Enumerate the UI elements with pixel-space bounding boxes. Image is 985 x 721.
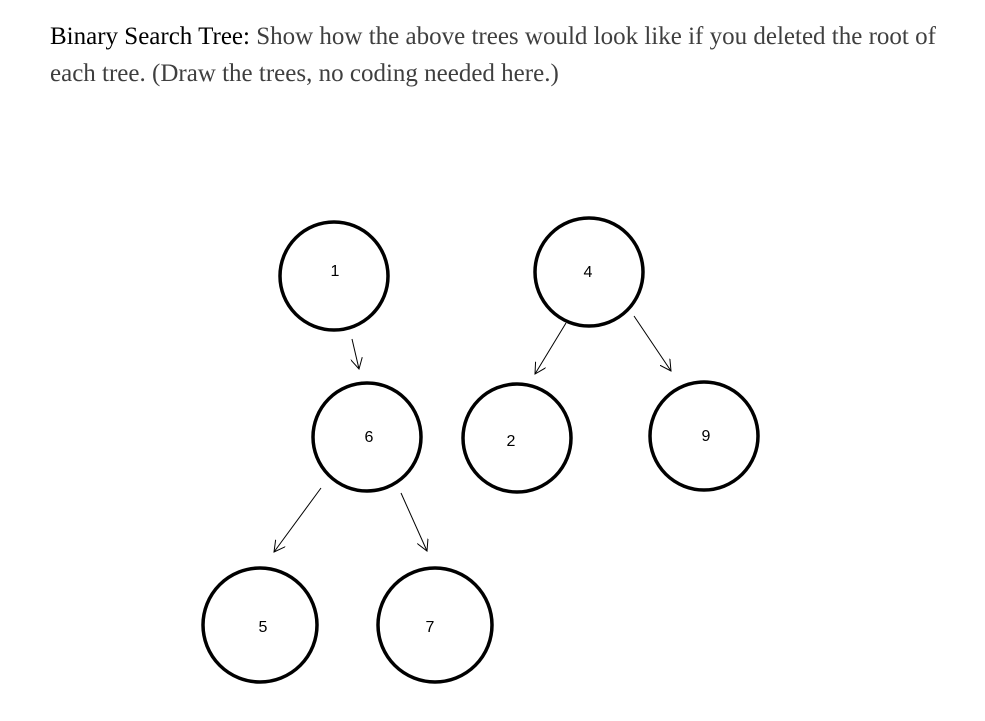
node-label: 7 [426,619,435,636]
node-label: 2 [507,433,516,450]
prompt-body: Show how the above trees would look like… [50,23,936,87]
node-circle [201,566,319,684]
tree-node-7: 7 [376,566,494,684]
tree-node-6: 6 [311,381,423,493]
node-label: 4 [584,264,593,281]
edge-arrow-n4-to-n2 [535,322,567,374]
edges [274,315,671,552]
tree-node-1: 1 [278,220,390,332]
edge-arrow-n6-to-n7 [400,492,427,551]
node-label: 1 [331,263,340,280]
tree-node-4: 4 [533,216,645,328]
nodes: 1 6 5 7 4 2 9 [201,216,760,684]
node-circle [461,382,573,494]
node-circle [648,380,760,492]
edge-arrow-n1-to-n6 [352,338,359,369]
node-label: 6 [365,429,374,446]
node-label: 9 [702,428,711,445]
node-circle [311,381,423,493]
tree-node-2: 2 [461,382,573,494]
edge-arrow-n6-to-n5 [274,487,322,552]
tree-node-9: 9 [648,380,760,492]
prompt-heading: Binary Search Tree: [50,23,250,50]
tree-node-5: 5 [201,566,319,684]
edge-arrow-n4-to-n9 [633,315,671,371]
node-label: 5 [259,619,268,636]
node-circle [376,566,494,684]
question-prompt: Binary Search Tree: Show how the above t… [50,18,950,92]
node-circle [278,220,390,332]
node-circle [533,216,645,328]
